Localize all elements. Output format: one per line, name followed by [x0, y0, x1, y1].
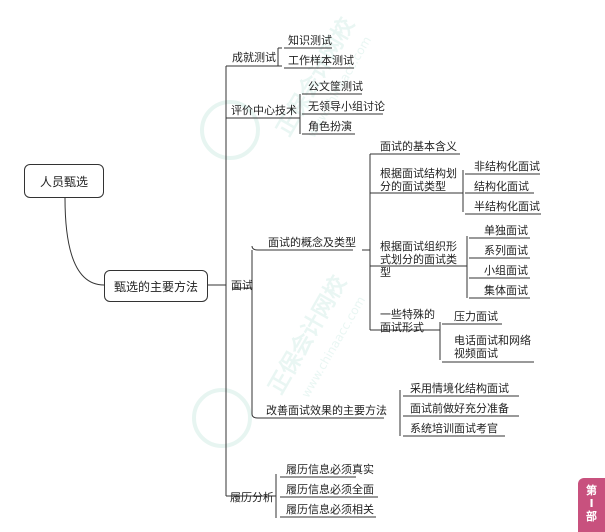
branch-chengjiu: 成就测试: [232, 51, 276, 64]
leaf-zhishi: 知识测试: [288, 34, 332, 47]
root-node: 人员甄选: [24, 164, 104, 198]
leaf-juese: 角色扮演: [308, 120, 352, 133]
part-tab-line3: 部: [586, 510, 597, 523]
leaf-xilie: 系列面试: [484, 244, 528, 257]
branch-pingjia: 评价中心技术: [231, 104, 297, 117]
mianshi-gainian: 面试的概念及类型: [268, 236, 356, 249]
leaf-gongwen: 公文筐测试: [308, 80, 363, 93]
gainian-jiegou: 根据面试结构划分的面试类型: [380, 167, 457, 193]
leaf-yali: 压力面试: [454, 310, 498, 323]
leaf-peixun: 系统培训面试考官: [410, 422, 498, 435]
leaf-zhenshi: 履历信息必须真实: [286, 463, 374, 476]
part-tab-line2: I: [589, 497, 594, 510]
leaf-xiangguan: 履历信息必须相关: [286, 503, 374, 516]
leaf-qingjing: 采用情境化结构面试: [410, 382, 509, 395]
leaf-jiti: 集体面试: [484, 284, 528, 297]
leaf-dandu: 单独面试: [484, 224, 528, 237]
leaf-jiegou: 结构化面试: [474, 180, 529, 193]
leaf-zhunbei: 面试前做好充分准备: [410, 402, 509, 415]
leaf-banjiegou: 半结构化面试: [474, 200, 540, 213]
gainian-jiben: 面试的基本含义: [380, 140, 457, 153]
leaf-dianhua: 电话面试和网络视频面试: [454, 334, 531, 360]
leaf-feijiegou: 非结构化面试: [474, 160, 540, 173]
leaf-xiaozu: 小组面试: [484, 264, 528, 277]
branch-mianshi: 面试: [231, 279, 253, 292]
mianshi-gaishan: 改善面试效果的主要方法: [266, 404, 387, 417]
leaf-gongzuo: 工作样本测试: [288, 54, 354, 67]
leaf-quanmian: 履历信息必须全面: [286, 483, 374, 496]
branch-lvli: 履历分析: [230, 491, 274, 504]
part-tab-line1: 第: [586, 484, 597, 497]
level1-node: 甄选的主要方法: [104, 270, 208, 302]
gainian-teshu: 一些特殊的面试形式: [380, 308, 435, 334]
gainian-zuzhi: 根据面试组织形式划分的面试类型: [380, 240, 457, 279]
leaf-wulingdao: 无领导小组讨论: [308, 100, 385, 113]
edge-root-level1: [64, 197, 105, 286]
part-tab: 第 I 部: [578, 478, 605, 532]
